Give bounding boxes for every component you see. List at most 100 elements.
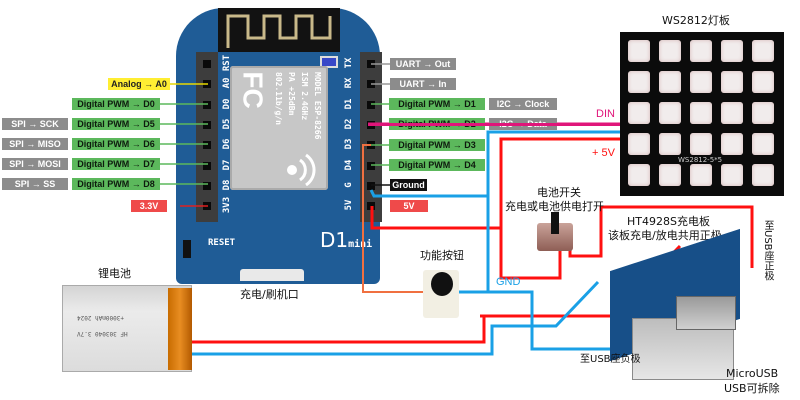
brand-d1: D1 — [320, 228, 349, 252]
esp8266-module: FC MODEL ESP-8266 ISM 2.4GHz PA +25dBm 8… — [230, 66, 328, 190]
alt-label-d1: I2C → Clock — [489, 98, 557, 110]
module-line-4: 802.11b/g/n — [274, 72, 283, 125]
module-line-3: PA +25dBm — [287, 72, 296, 116]
alt-label-d5: SPI → SCK — [2, 118, 68, 130]
wifi-icon — [287, 153, 316, 186]
usb-removable-label: USB可拆除 — [724, 382, 780, 395]
led-pixel — [690, 164, 712, 186]
header-pin-d8 — [203, 181, 211, 190]
brand-mini: mini — [348, 239, 373, 250]
led-pixel — [628, 164, 650, 186]
header-pin-3v3 — [203, 202, 211, 211]
label-d0: Digital PWM → D0 — [72, 98, 160, 110]
header-pin-a0 — [203, 80, 211, 89]
reset-button[interactable] — [183, 240, 191, 258]
led-pixel — [721, 133, 743, 155]
header-pin-d4 — [367, 161, 375, 170]
pin-label-3v3: 3V3 — [222, 196, 232, 214]
led-pixel — [659, 164, 681, 186]
led-pixel — [659, 71, 681, 93]
module-line-2: ISM 2.4GHz — [300, 72, 309, 121]
usb-pos-label: 至USB座正极 — [762, 220, 773, 281]
header-pin-d3 — [367, 141, 375, 150]
led-pixel — [690, 71, 712, 93]
wire-battery-pos — [192, 316, 486, 344]
battery-protection-board — [168, 288, 192, 370]
led-pixel — [752, 102, 774, 124]
antenna-trace-icon — [226, 14, 332, 48]
usb-neg-label: 至USB座负极 — [580, 354, 641, 365]
led-pixel — [659, 102, 681, 124]
label-a0: Analog → A0 — [108, 78, 170, 90]
label-rx: UART → In — [390, 78, 456, 90]
label-5v: 5V — [390, 200, 428, 212]
header-pin-rx — [367, 80, 375, 89]
led-pixel — [721, 71, 743, 93]
led-pixel — [659, 133, 681, 155]
usb-port-label: 充电/刷机口 — [240, 288, 299, 301]
led-pixel — [752, 164, 774, 186]
charger-subtitle: 该板充电/放电共用正极 — [608, 229, 722, 242]
button-title: 功能按钮 — [420, 249, 464, 262]
battery-print-1: +3000mAh 2024 — [77, 314, 124, 321]
alt-label-d8: SPI → SS — [2, 178, 68, 190]
label-d3: Digital PWM → D3 — [389, 139, 485, 151]
led-pixel — [752, 133, 774, 155]
switch-lever[interactable] — [551, 212, 559, 234]
led-panel-silk: WS2812-5*5 — [678, 156, 723, 164]
label-d7: Digital PWM → D7 — [72, 158, 160, 170]
led-pixel — [721, 40, 743, 62]
led-pixel — [628, 133, 650, 155]
power-label: + 5V — [592, 147, 615, 159]
battery-print-2: HF 303040 3.7V — [77, 330, 128, 337]
switch-subtitle: 充电或电池供电打开 — [505, 200, 604, 213]
left-header — [196, 52, 218, 222]
charger-title: HT4928S充电板 — [627, 215, 710, 228]
led-pixel — [659, 40, 681, 62]
usb-port[interactable] — [240, 269, 304, 281]
label-g: Ground — [390, 179, 427, 191]
led-pixel — [721, 164, 743, 186]
header-pin-d7 — [203, 161, 211, 170]
microusb-label: MicroUSB — [726, 367, 779, 380]
wire-button-gnd — [458, 196, 490, 294]
led-pixel — [690, 133, 712, 155]
switch-title: 电池开关 — [537, 186, 581, 199]
header-pin-5v — [367, 202, 375, 211]
header-pin-d6 — [203, 141, 211, 150]
led-pixel — [628, 102, 650, 124]
gnd-label: GND — [496, 276, 521, 288]
right-header — [360, 52, 382, 222]
label-tx: UART → Out — [390, 58, 456, 70]
wire-din-overlay — [368, 123, 620, 126]
din-label: DIN — [596, 108, 615, 120]
header-pin-d1 — [367, 100, 375, 109]
reset-label: RESET — [208, 238, 236, 248]
header-pin-tx — [367, 60, 375, 68]
led-pixel — [690, 102, 712, 124]
label-d4: Digital PWM → D4 — [389, 159, 485, 171]
led-pixel — [628, 40, 650, 62]
led-pixel — [752, 40, 774, 62]
led-panel-title: WS2812灯板 — [662, 14, 730, 27]
led-pixel — [721, 102, 743, 124]
label-d1: Digital PWM → D1 — [389, 98, 485, 110]
function-button-cap[interactable] — [431, 272, 453, 296]
label-d5: Digital PWM → D5 — [72, 118, 160, 130]
label-3v3: 3.3V — [131, 200, 167, 212]
ws2812-led-panel: WS2812-5*5 — [620, 32, 784, 196]
module-line-1: MODEL ESP-8266 — [313, 72, 322, 140]
label-d6: Digital PWM → D6 — [72, 138, 160, 150]
header-pin-rst — [203, 60, 211, 68]
alt-label-d6: SPI → MISO — [2, 138, 68, 150]
header-pin-d0 — [203, 100, 211, 109]
header-pin-g — [367, 181, 375, 190]
header-pin-d5 — [203, 120, 211, 129]
led-pixel — [628, 71, 650, 93]
battery-title: 锂电池 — [98, 267, 131, 280]
module-text: MODEL ESP-8266 ISM 2.4GHz PA +25dBm 802.… — [264, 72, 324, 184]
micro-usb-port[interactable] — [676, 296, 736, 330]
alt-label-d7: SPI → MOSI — [2, 158, 68, 170]
pcb-antenna — [218, 8, 340, 52]
pin-label-5v: 5V — [344, 199, 354, 211]
